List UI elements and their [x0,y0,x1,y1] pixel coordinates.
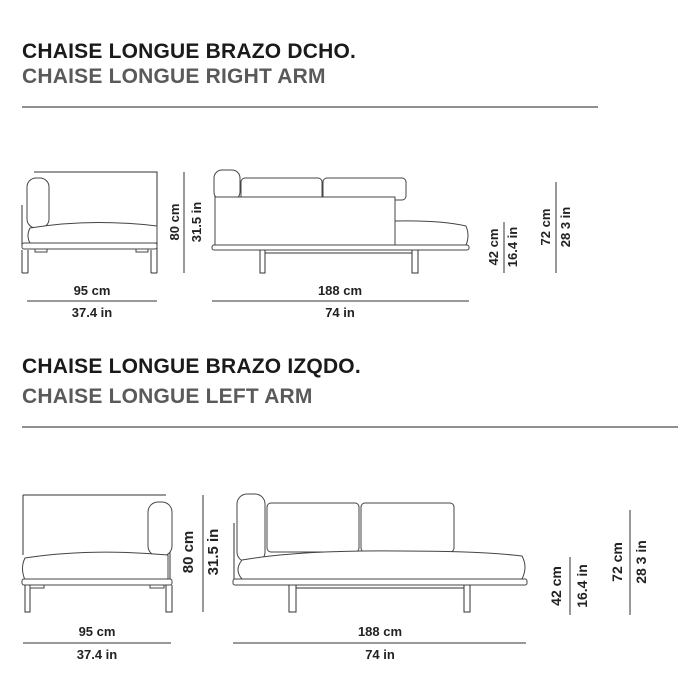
height-cm: 80 cm [180,531,197,574]
front-width-in: 74 in [325,305,355,320]
section-subtitle: CHAISE LONGUE RIGHT ARM [22,65,326,88]
section-subtitle: CHAISE LONGUE LEFT ARM [22,385,313,408]
side-view-drawing [21,171,158,274]
height-in: 31.5 in [189,202,204,243]
arm-height-in: 28 3 in [558,207,573,248]
width-cm: 95 cm [79,624,116,639]
seat-height-in: 16.4 in [574,564,590,608]
front-width-in: 74 in [365,647,395,662]
width-in: 37.4 in [77,647,118,662]
width-in: 37.4 in [72,305,113,320]
seat-height-cm: 42 cm [548,566,564,606]
front-view-drawing [211,169,470,274]
section-left-arm: CHAISE LONGUE BRAZO IZQDO. CHAISE LONGUE… [21,355,678,662]
section-title: CHAISE LONGUE BRAZO IZQDO. [22,355,361,378]
side-view-drawing [21,494,173,613]
arm-height-cm: 72 cm [538,209,553,246]
arm-height-in: 28 3 in [633,540,649,584]
arm-height-cm: 72 cm [609,542,625,582]
front-width-cm: 188 cm [318,283,362,298]
height-cm: 80 cm [167,204,182,241]
seat-height-in: 16.4 in [505,227,520,268]
seat-height-cm: 42 cm [486,229,501,266]
section-title: CHAISE LONGUE BRAZO DCHO. [22,40,356,63]
front-width-cm: 188 cm [358,624,402,639]
height-in: 31.5 in [205,529,222,576]
width-cm: 95 cm [74,283,111,298]
section-right-arm: CHAISE LONGUE BRAZO DCHO. CHAISE LONGUE … [21,40,598,320]
front-view-drawing [232,493,528,613]
